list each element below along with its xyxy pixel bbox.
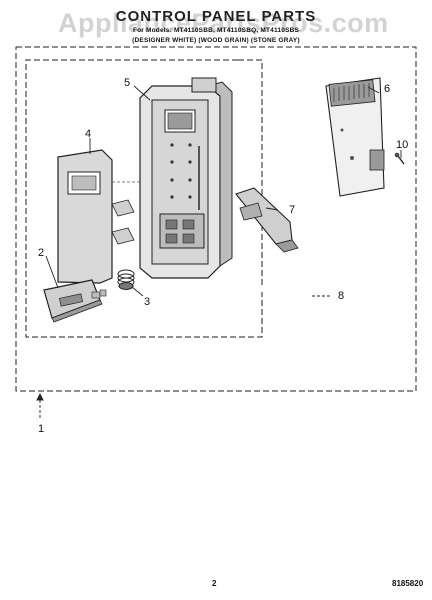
panel-cover-part <box>57 149 140 284</box>
watermark-text: AppliancePartsPros.com <box>58 8 389 38</box>
model-list: For Models: MT4110SBB, MT4110SBQ, MT4110… <box>132 27 300 34</box>
callout-3: 3 <box>144 296 150 308</box>
spring-part <box>117 269 135 290</box>
outer-assembly-boundary <box>15 46 417 392</box>
callout-6: 6 <box>384 83 390 95</box>
callout-2: 2 <box>38 247 44 259</box>
callout-8: 8 <box>338 290 344 302</box>
callout-1: 1 <box>38 423 44 435</box>
callout-4: 4 <box>85 128 91 140</box>
control-board-part <box>325 77 385 197</box>
latch-bracket-part <box>235 187 299 253</box>
page-title: CONTROL PANEL PARTS <box>115 8 317 25</box>
inner-boundary-right <box>238 59 263 288</box>
callout-7: 7 <box>289 204 295 216</box>
inner-assembly-boundary <box>25 59 263 338</box>
color-list: (DESIGNER WHITE) (WOOD GRAIN) (STONE GRA… <box>132 37 300 44</box>
leader-lines <box>36 85 402 420</box>
push-button-part <box>43 279 107 323</box>
callout-labels: 1 2 3 4 5 6 7 8 10 <box>38 77 408 435</box>
document-code: 8185820 <box>392 579 424 588</box>
control-panel-part <box>139 77 233 279</box>
callout-10: 10 <box>396 139 408 151</box>
callout-5: 5 <box>124 77 130 89</box>
page-number: 2 <box>212 579 217 588</box>
screw-part <box>394 152 405 165</box>
